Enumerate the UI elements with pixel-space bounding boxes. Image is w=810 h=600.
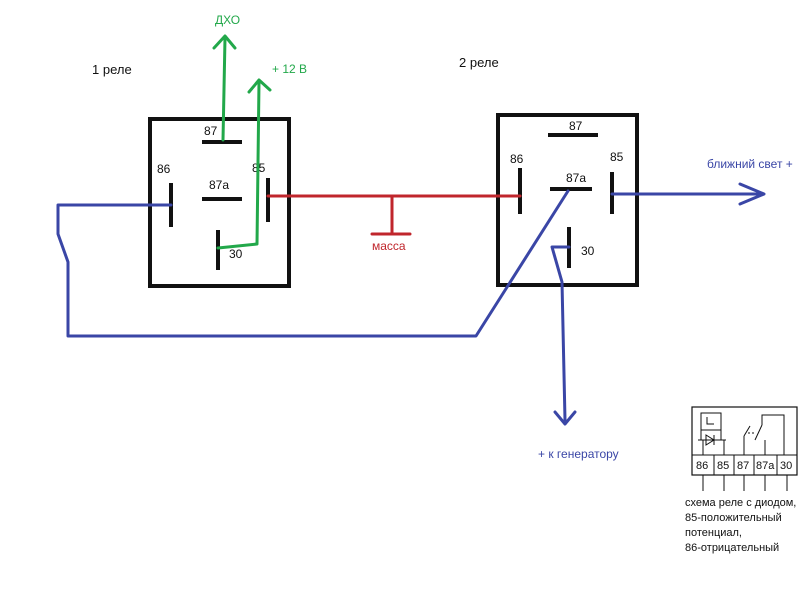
plus-12v-label: + 12 В (272, 62, 307, 76)
arrow-generator (553, 410, 577, 426)
relay-1-pin-30-label: 30 (229, 247, 243, 261)
red-wires (266, 194, 522, 236)
legend-caption-line-4: 86-отрицательный (685, 542, 779, 554)
relay-1-body (148, 117, 291, 288)
relay-1-pin-87-label: 87 (204, 124, 218, 138)
arrow-dho (212, 34, 237, 50)
low-beam-label: ближний свет + (707, 157, 793, 171)
relay-1-pin-87a-label: 87a (209, 178, 229, 192)
legend-pin-30: 30 (780, 460, 792, 472)
legend-caption-line-1: схема реле с диодом, (685, 497, 796, 509)
relay-2-pin-86-label: 86 (510, 152, 524, 166)
legend-pin-86: 86 (696, 460, 708, 472)
relay-2-pin-87-label: 87 (569, 119, 583, 133)
relay-legend: 86 85 87 87a 30 схема реле с диодом, 85-… (685, 406, 798, 554)
wire-86-relay1-to-87a-relay2 (56, 189, 570, 338)
relay-2-pin-87a-label: 87a (566, 171, 586, 185)
arrow-plus12 (247, 78, 272, 94)
relay-2-pin-85-label: 85 (610, 150, 624, 164)
arrow-low-beam (738, 182, 766, 206)
wire-30-to-plus12 (216, 80, 261, 250)
coil-diode-icon (698, 412, 726, 455)
relay-2-pin-30-label: 30 (581, 244, 595, 258)
dho-label: ДХО (215, 13, 240, 27)
generator-label: + к генератору (538, 447, 619, 461)
legend-leads (702, 475, 788, 491)
relay-2-body (496, 113, 639, 287)
legend-pin-87a: 87a (756, 460, 775, 472)
relay-2: 87 86 87a 85 30 (496, 113, 639, 287)
wire-30-relay2-to-generator (550, 245, 571, 422)
green-wires (212, 34, 272, 250)
ground-label: масса (372, 239, 406, 253)
blue-wires (56, 182, 766, 426)
legend-caption-line-2: 85-положительный (685, 512, 782, 524)
legend-pin-85: 85 (717, 460, 729, 472)
relay-1-pin-86-label: 86 (157, 162, 171, 176)
legend-caption-line-3: потенциал, (685, 527, 742, 539)
relay-2-title: 2 реле (459, 55, 499, 70)
switch-icon (743, 414, 785, 455)
relay-1: 87 86 87a 85 30 (148, 117, 291, 288)
legend-pin-87: 87 (737, 460, 749, 472)
relay-1-title: 1 реле (92, 62, 132, 77)
wire-87-to-dho (221, 36, 227, 142)
